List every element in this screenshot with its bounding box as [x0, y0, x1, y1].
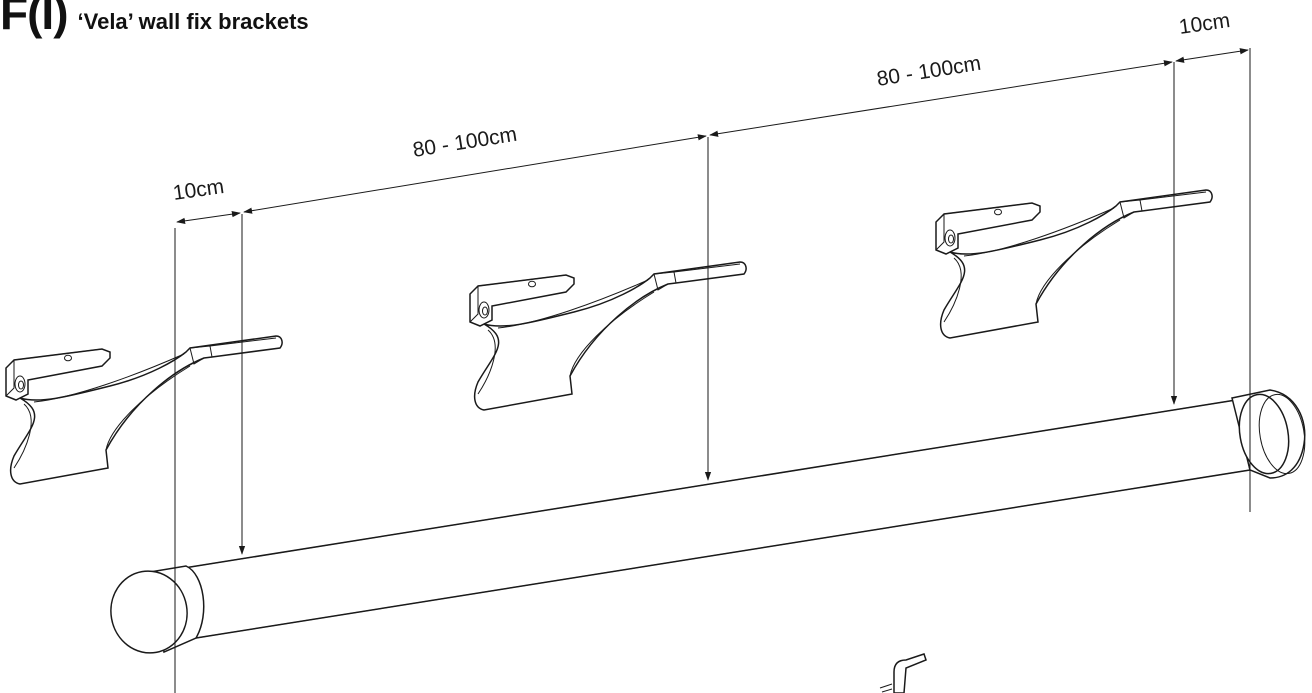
dim-left-span: 80 - 100cm — [411, 123, 518, 162]
extension-lines — [174, 48, 1251, 693]
figure-title: ‘Vela’ wall fix brackets — [77, 9, 309, 34]
dimension-arrows — [176, 48, 1249, 555]
dim-right-end: 10cm — [1177, 9, 1231, 39]
allen-key-icon — [879, 653, 927, 693]
figure-header: F(I) ‘Vela’ wall fix brackets — [0, 0, 309, 40]
bracket-left — [5, 335, 283, 485]
dim-right-span: 80 - 100cm — [875, 52, 982, 91]
bracket-right — [935, 189, 1213, 339]
dim-left-end: 10cm — [171, 175, 225, 205]
finial-left — [110, 565, 205, 654]
figure-code: F(I) — [0, 0, 69, 39]
bracket-middle — [469, 261, 747, 411]
